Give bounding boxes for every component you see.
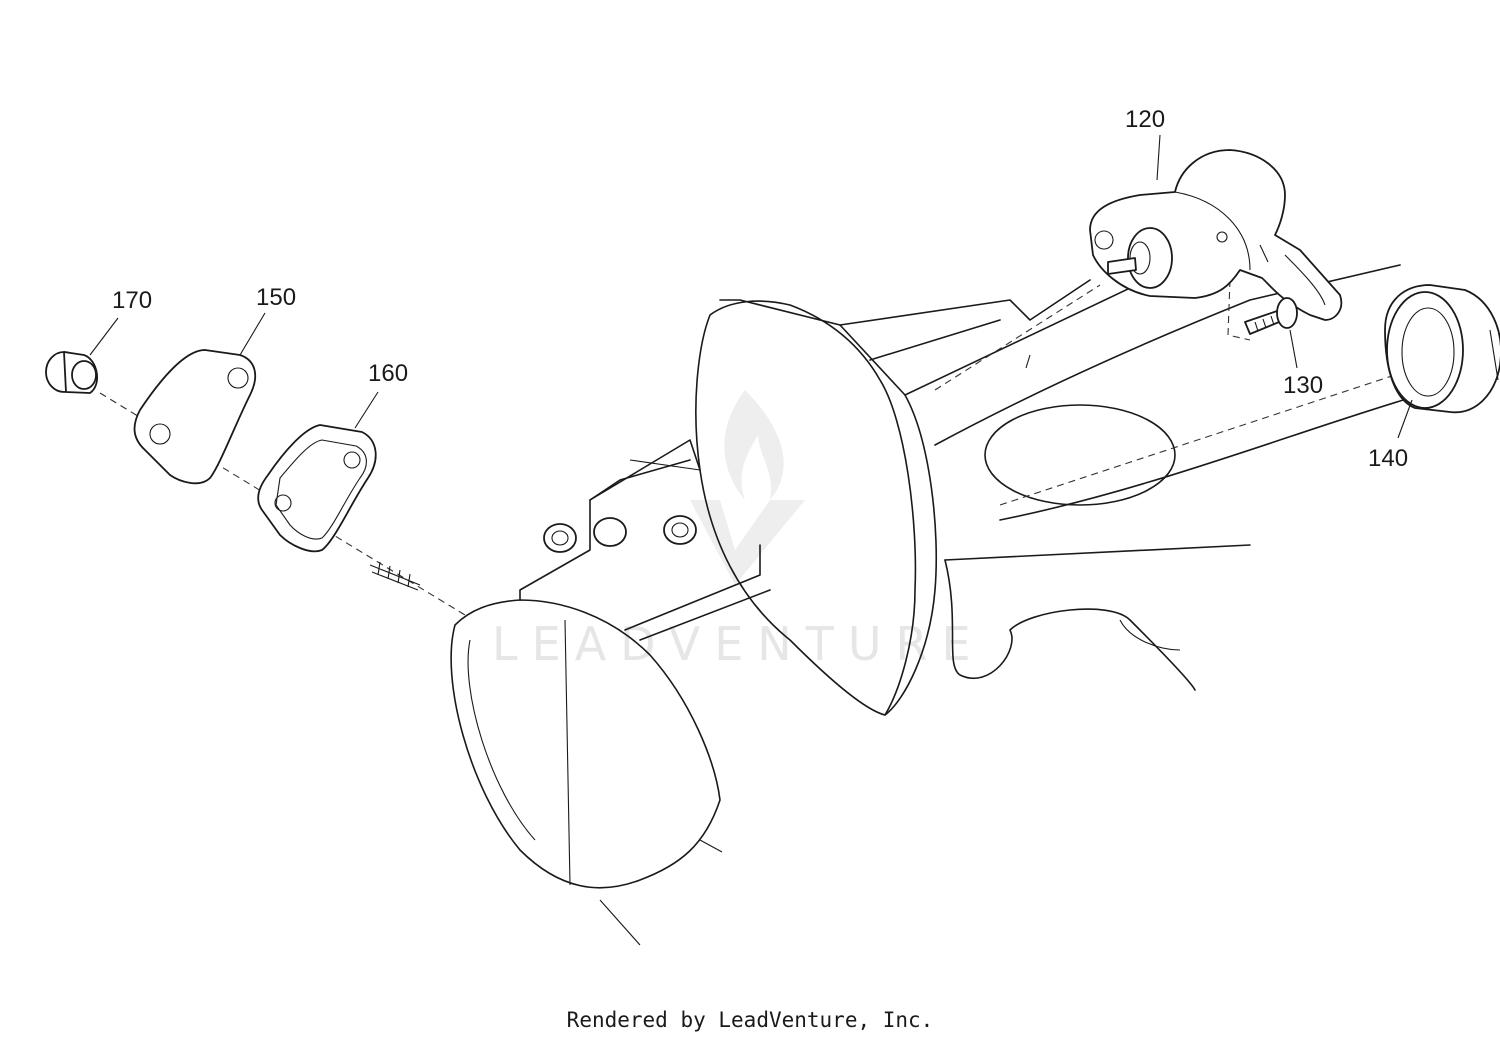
- callout-120: 120: [1125, 106, 1165, 133]
- part-170: [45, 351, 98, 394]
- part-140: [1384, 284, 1500, 414]
- engine-housing: [450, 249, 1421, 946]
- part-120: [1089, 149, 1343, 321]
- center-lines: [99, 279, 1396, 616]
- part-130: [1244, 297, 1298, 335]
- callout-140: 140: [1368, 445, 1408, 472]
- callout-130: 130: [1283, 372, 1323, 399]
- part-160: [257, 424, 377, 553]
- leader-lines: [89, 134, 1413, 439]
- spring-pin: [369, 561, 421, 591]
- housing-opening: [984, 404, 1176, 506]
- watermark: LEADVENTURE: [492, 390, 985, 671]
- callout-160: 160: [368, 360, 408, 387]
- footer-credit: Rendered by LeadVenture, Inc.: [566, 1008, 934, 1032]
- boss-1: [543, 523, 577, 553]
- callout-170: 170: [112, 287, 152, 314]
- callout-150: 150: [256, 284, 296, 311]
- part-150: [133, 349, 257, 485]
- watermark-text: LEADVENTURE: [492, 617, 985, 671]
- boss-3: [663, 515, 697, 545]
- boss-2: [593, 517, 627, 547]
